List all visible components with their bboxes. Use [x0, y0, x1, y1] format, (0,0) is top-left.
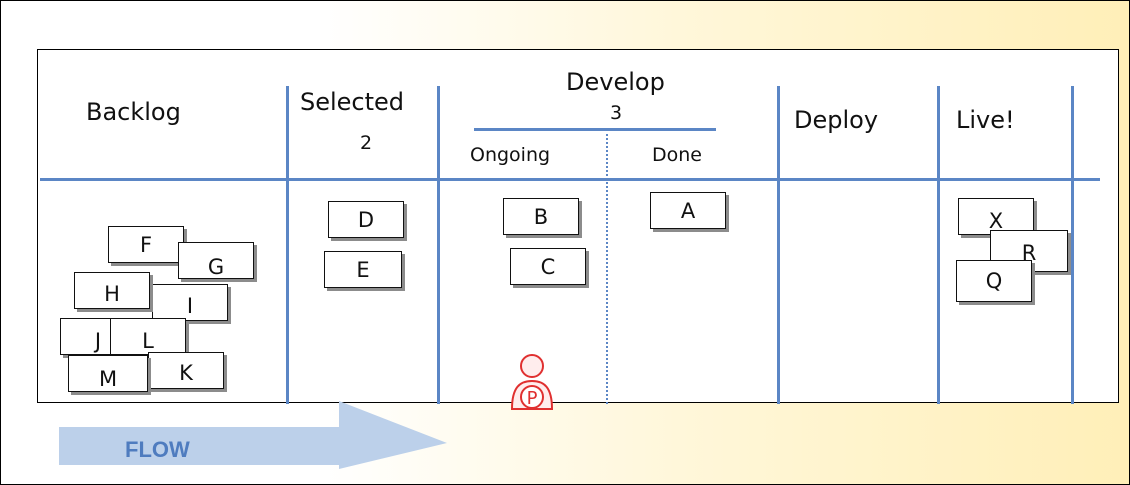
- subcolumn-header-done: Done: [652, 144, 702, 166]
- column-header-develop: Develop: [566, 68, 665, 96]
- card-label: B: [533, 204, 549, 229]
- task-card-d[interactable]: D: [328, 201, 404, 238]
- person-label: P: [527, 388, 538, 409]
- card-label: M: [98, 366, 118, 391]
- wip-limit-develop: 3: [610, 102, 623, 124]
- column-divider: [1071, 86, 1074, 404]
- task-card-h[interactable]: H: [74, 272, 150, 309]
- card-label: G: [207, 254, 225, 279]
- card-label: L: [142, 328, 154, 353]
- subcolumn-header-ongoing: Ongoing: [470, 144, 551, 166]
- column-header-backlog: Backlog: [86, 98, 181, 126]
- task-card-i[interactable]: I: [152, 284, 228, 321]
- task-card-e[interactable]: E: [324, 251, 402, 288]
- card-label: R: [1021, 241, 1037, 265]
- column-header-deploy: Deploy: [794, 106, 879, 134]
- card-label: D: [357, 207, 375, 232]
- card-label: I: [186, 293, 194, 318]
- column-divider: [937, 86, 940, 404]
- developer-person-icon: P: [501, 351, 563, 425]
- column-divider: [437, 86, 440, 404]
- task-card-q[interactable]: Q: [956, 260, 1032, 302]
- card-label: C: [540, 254, 556, 279]
- task-card-c[interactable]: C: [510, 248, 586, 285]
- card-label: E: [356, 257, 370, 282]
- column-divider: [286, 86, 289, 404]
- card-label: H: [104, 281, 120, 306]
- task-card-l[interactable]: L: [110, 318, 186, 355]
- task-card-k[interactable]: K: [148, 352, 224, 389]
- card-label: K: [179, 360, 193, 385]
- card-label: J: [94, 328, 102, 353]
- task-card-f[interactable]: F: [108, 226, 184, 263]
- ongoing-done-divider: [606, 134, 608, 404]
- task-card-g[interactable]: G: [178, 242, 254, 279]
- wip-limit-selected: 2: [360, 132, 373, 154]
- kanban-board: Backlog Selected 2 Develop 3 Ongoing Don…: [37, 49, 1119, 404]
- card-label: F: [139, 232, 153, 257]
- column-divider: [777, 86, 780, 404]
- column-header-selected: Selected: [300, 88, 405, 116]
- flow-arrow-icon: [59, 401, 447, 469]
- flow-label: FLOW: [125, 437, 190, 462]
- card-label: A: [680, 198, 696, 223]
- task-card-a[interactable]: A: [650, 192, 726, 229]
- develop-subheader-line: [474, 128, 716, 131]
- column-header-live: Live!: [956, 106, 1015, 134]
- task-card-b[interactable]: B: [503, 198, 579, 235]
- card-label: Q: [985, 269, 1003, 293]
- task-card-m[interactable]: M: [68, 355, 148, 392]
- card-label: X: [988, 208, 1004, 233]
- header-divider: [40, 178, 1100, 181]
